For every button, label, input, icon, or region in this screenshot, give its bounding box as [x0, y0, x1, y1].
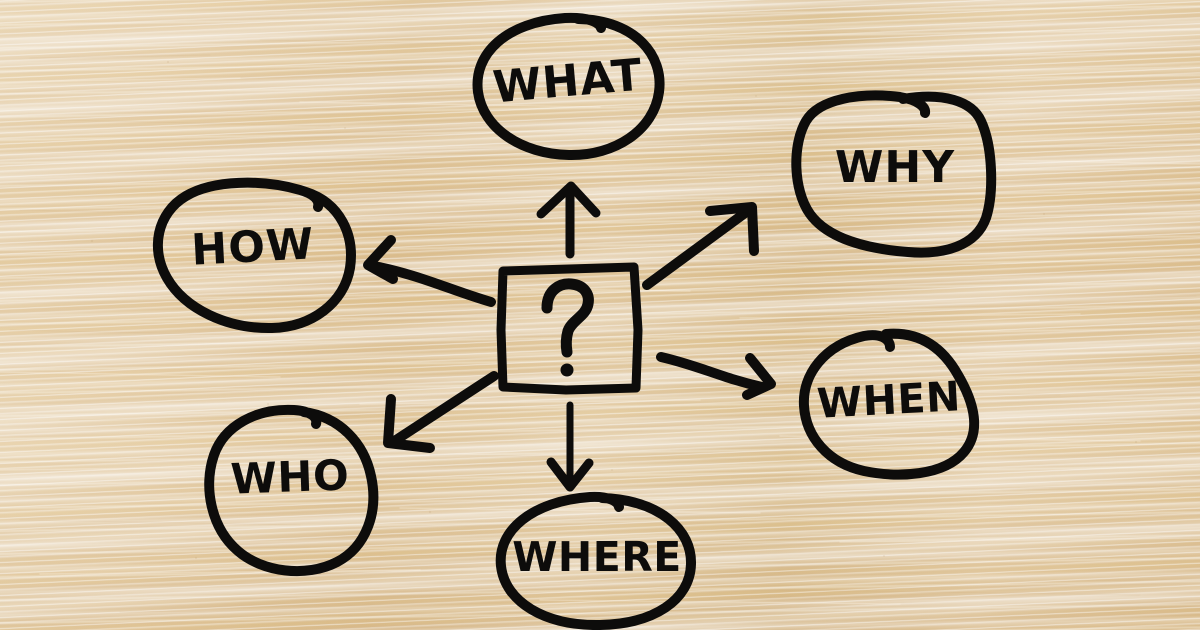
arrow-up-right[interactable]	[642, 202, 759, 290]
arrow-down-left[interactable]	[383, 371, 499, 453]
node-how[interactable]: HOW	[152, 177, 356, 334]
node-where[interactable]: WHERE	[495, 491, 697, 630]
node-what[interactable]: WHAT	[472, 12, 665, 161]
arrow-up[interactable]	[536, 181, 601, 259]
node-why-bubble	[791, 90, 997, 258]
question-mark-hook	[541, 278, 594, 358]
arrow-down[interactable]	[546, 401, 594, 492]
arrow-down-left-head	[383, 394, 435, 453]
arrow-up-right-head	[705, 202, 759, 256]
node-how-bubble	[152, 177, 356, 334]
arrow-up-head	[536, 181, 601, 219]
node-who[interactable]: WHO	[204, 404, 379, 577]
arrow-right-down[interactable]	[656, 352, 776, 400]
node-where-bubble	[495, 491, 697, 630]
node-where-label: WHERE	[512, 533, 682, 581]
node-what-bubble	[472, 12, 665, 161]
node-when-bubble	[798, 328, 980, 480]
arrow-left-head	[363, 235, 398, 284]
node-how-label: HOW	[190, 219, 315, 275]
node-why[interactable]: WHY	[791, 90, 997, 258]
question-box[interactable]: ?	[496, 262, 643, 395]
question-mark-dot	[560, 363, 574, 377]
arrow-right-down-head	[742, 353, 776, 400]
question-box-outline	[496, 262, 643, 395]
node-when[interactable]: WHEN	[798, 328, 980, 480]
node-who-label: WHO	[230, 450, 350, 503]
arrow-down-head	[546, 457, 594, 492]
node-why-label: WHY	[835, 142, 955, 193]
node-what-label: WHAT	[491, 50, 645, 114]
arrow-left-shaft	[369, 261, 496, 307]
arrow-down-left-shaft	[391, 371, 499, 445]
node-who-bubble	[204, 404, 379, 577]
arrow-left[interactable]	[363, 235, 496, 307]
node-when-label: WHEN	[816, 372, 962, 427]
arrow-up-right-shaft	[642, 208, 750, 290]
arrow-right-down-shaft	[656, 352, 767, 392]
